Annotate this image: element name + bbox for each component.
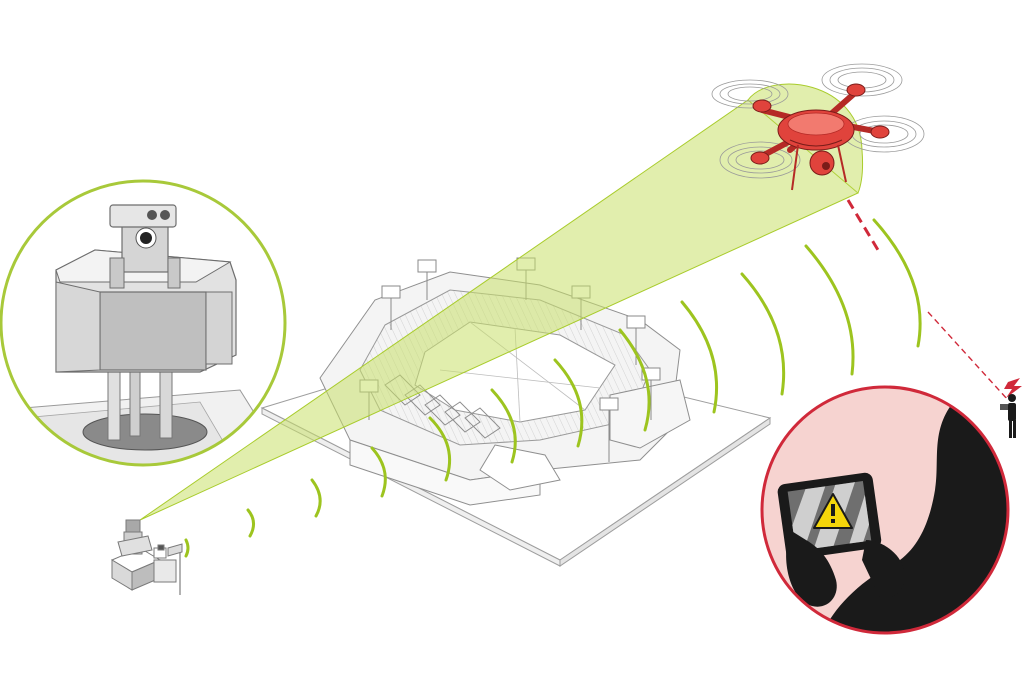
drone-camera [809,150,835,176]
control-link [927,311,1009,401]
signal-wave [370,446,387,498]
signal-wave [184,538,190,558]
signal-wave [553,358,584,448]
signal-wave [740,272,786,396]
signal-wave [872,218,922,348]
lightning-icon [1004,378,1022,398]
quadcopter-drone-icon [711,63,925,191]
warning-triangle-icon [813,493,853,529]
signal-wave [428,416,452,482]
signal-wave [490,388,517,464]
signal-wave [310,478,322,518]
stadium [260,257,772,567]
camera-detail-inset [0,179,287,467]
operator-silhouette [820,399,1008,633]
signal-wave [246,508,255,538]
control-link [846,199,880,251]
signal-wave [804,244,855,376]
signal-waves [184,218,922,558]
detection-camera-icon [110,519,183,595]
camera-lens [147,210,157,220]
signal-wave [618,328,651,432]
signal-wave [680,300,718,414]
drone-operator-figure [1000,394,1016,438]
operator-alert-inset [760,385,1010,635]
camera-lens [160,210,170,220]
